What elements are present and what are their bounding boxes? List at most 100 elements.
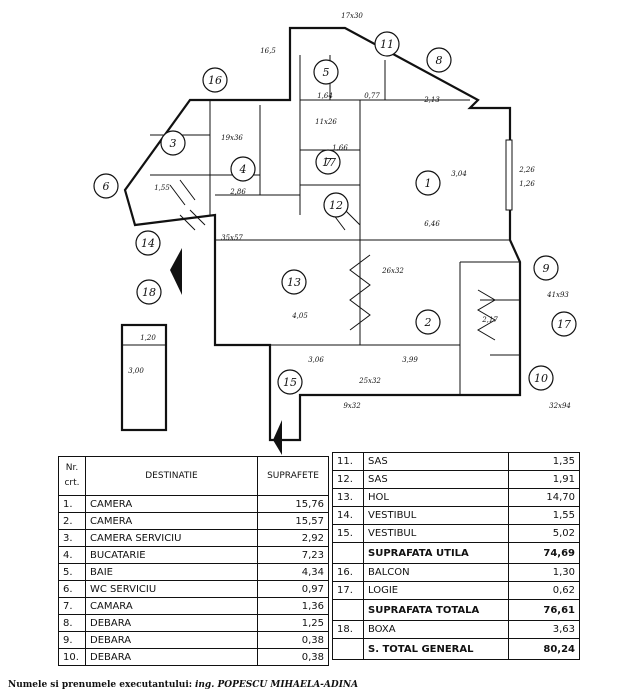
dimension-label: 1,66 <box>332 144 348 152</box>
cell-name: SUPRAFATA TOTALA <box>363 599 509 621</box>
cell-nr: 18. <box>332 620 364 639</box>
cell-area: 80,24 <box>508 638 580 660</box>
room-number: 13 <box>287 276 301 289</box>
room-circle <box>313 59 339 85</box>
room-circle <box>323 192 349 218</box>
room-number: 2 <box>424 316 432 329</box>
cell-name: BUCATARIE <box>85 546 258 564</box>
cell-area: 15,57 <box>257 512 329 530</box>
cell-name: CAMARA <box>85 597 258 615</box>
dimension-label: 17x30 <box>341 12 363 20</box>
cell-area: 1,55 <box>508 506 580 525</box>
cell-area: 2,92 <box>257 529 329 547</box>
dimension-label: 2,26 <box>518 166 535 174</box>
interior-walls <box>150 55 520 395</box>
cell-area: 76,61 <box>508 599 580 621</box>
cell-name: BALCON <box>363 563 509 582</box>
cell-area: 1,91 <box>508 470 580 489</box>
room-circle <box>281 269 307 295</box>
cell-nr: 6. <box>58 580 86 598</box>
cell-nr: 9. <box>58 631 86 649</box>
room-circle <box>160 130 186 156</box>
dimension-label: 2,86 <box>229 188 246 196</box>
cell-area: 15,76 <box>257 495 329 513</box>
cell-nr: 3. <box>58 529 86 547</box>
dimension-label: 1,55 <box>154 184 170 192</box>
cell-area: 0,38 <box>257 648 329 666</box>
room-circle <box>551 311 577 337</box>
hatch-13 <box>349 254 371 331</box>
cell-name: HOL <box>363 488 509 507</box>
cell-area: 1,36 <box>257 597 329 615</box>
room-number: 10 <box>534 372 548 385</box>
executant-name: ing. POPESCU MIHAELA-ADINA <box>194 680 359 690</box>
room-circle <box>528 365 554 391</box>
cell-area: 14,70 <box>508 488 580 507</box>
dimension-label: 35x57 <box>221 234 243 242</box>
cell-name: CAMERA <box>85 495 258 513</box>
dimension-label: 3,99 <box>402 356 418 364</box>
dimension-label: 2,13 <box>423 96 440 104</box>
dimension-label: 2,17 <box>481 316 498 324</box>
outer-wall <box>123 26 522 442</box>
cell-name: VESTIBUL <box>363 524 509 543</box>
room-number: 11 <box>380 38 394 51</box>
cell-area: 0,62 <box>508 581 580 600</box>
room-number: 17 <box>322 156 336 169</box>
cell-name: BAIE <box>85 563 258 581</box>
cell-nr: 2. <box>58 512 86 530</box>
room-number: 18 <box>142 286 156 299</box>
room-number: 14 <box>141 237 155 250</box>
header-suprafete: SUPRAFETE <box>257 456 329 496</box>
room-circle <box>230 156 256 182</box>
room-number: 12 <box>329 199 343 212</box>
dimension-label: 19x36 <box>221 134 243 142</box>
cell-name: SUPRAFATA UTILA <box>363 542 509 564</box>
room-number: 8 <box>436 54 443 67</box>
cell-area: 0,97 <box>257 580 329 598</box>
hatch-2 <box>477 289 496 341</box>
cell-nr <box>332 542 364 564</box>
room-number: 4 <box>239 163 247 176</box>
cell-nr: 8. <box>58 614 86 632</box>
cell-nr: 10. <box>58 648 86 666</box>
room-circle <box>415 170 441 196</box>
cell-area: 5,02 <box>508 524 580 543</box>
cell-area: 1,30 <box>508 563 580 582</box>
dimension-label: 26x32 <box>381 267 404 275</box>
cell-area: 4,34 <box>257 563 329 581</box>
cell-area: 0,38 <box>257 631 329 649</box>
cell-name: WC SERVICIU <box>85 580 258 598</box>
cell-nr: 15. <box>332 524 364 543</box>
dimension-label: 4,05 <box>291 312 308 320</box>
dimension-label: 11x26 <box>315 118 337 126</box>
header-nr: Nr. crt. <box>58 456 86 496</box>
dimension-label: 25x32 <box>358 377 381 385</box>
room-circle <box>415 309 441 335</box>
door-swing-1 <box>169 179 361 231</box>
cell-nr: 5. <box>58 563 86 581</box>
executant-line: Numele si prenumele executantului: ing. … <box>8 680 358 690</box>
room-circle <box>136 279 162 305</box>
cell-name: LOGIE <box>363 581 509 600</box>
cell-area: 3,63 <box>508 620 580 639</box>
dimension-label: 0,77 <box>364 92 380 100</box>
cell-name: SAS <box>363 452 509 471</box>
table-header: Nr. crt. DESTINATIE SUPRAFETE <box>58 456 329 496</box>
cell-area: 1,35 <box>508 452 580 471</box>
